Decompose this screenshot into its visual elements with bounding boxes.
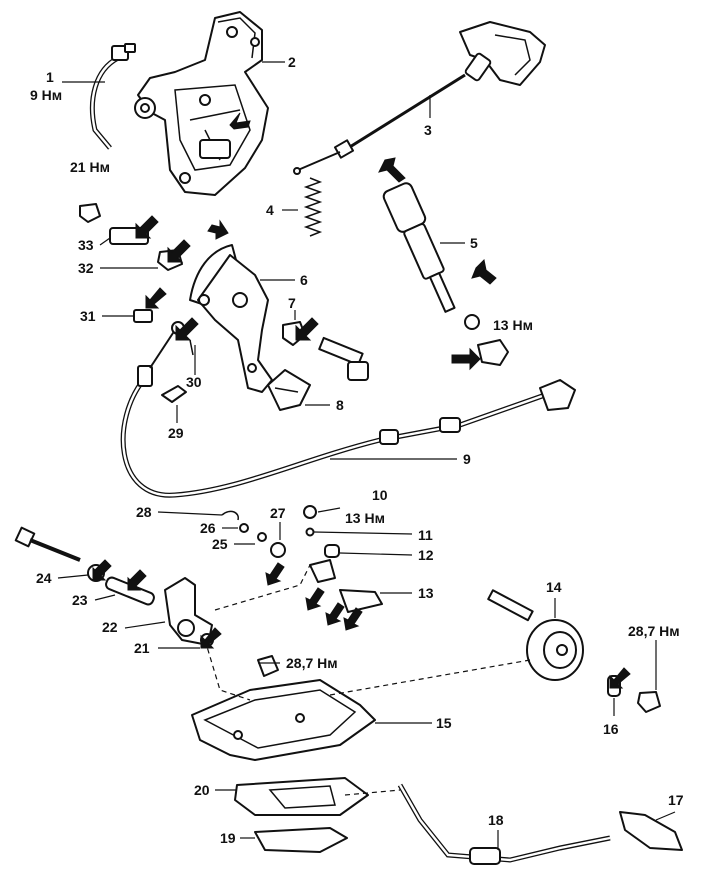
label-27: 27 bbox=[270, 505, 286, 521]
label-2: 2 bbox=[288, 54, 296, 70]
label-7: 7 bbox=[288, 295, 296, 311]
indicator-arrows bbox=[92, 112, 631, 689]
label-3: 3 bbox=[424, 122, 432, 138]
callout-labels: 1 9 Нм 2 3 4 5 6 7 8 9 10 13 Нм 11 12 13… bbox=[30, 54, 684, 846]
gasket-part-19 bbox=[254, 827, 348, 853]
label-23: 23 bbox=[72, 592, 88, 608]
label-30: 30 bbox=[186, 374, 202, 390]
label-1-torque: 9 Нм bbox=[30, 87, 62, 103]
label-19: 19 bbox=[220, 830, 236, 846]
label-28: 28 bbox=[136, 504, 152, 520]
pedal-bracket-part-2 bbox=[134, 11, 269, 196]
label-12: 12 bbox=[418, 547, 434, 563]
pulley-part-14 bbox=[257, 589, 661, 713]
small-parts-10-13-25-28 bbox=[221, 505, 383, 613]
base-frame-part-15 bbox=[191, 679, 376, 761]
label-9: 9 bbox=[463, 451, 471, 467]
label-15: 15 bbox=[436, 715, 452, 731]
label-21: 21 bbox=[134, 640, 150, 656]
label-25: 25 bbox=[212, 536, 228, 552]
label-26: 26 bbox=[200, 520, 216, 536]
label-28-7-nm-a: 28,7 Нм bbox=[286, 655, 338, 671]
assembly-lines bbox=[204, 564, 531, 796]
label-13: 13 bbox=[418, 585, 434, 601]
label-31: 31 bbox=[80, 308, 96, 324]
label-14: 14 bbox=[546, 579, 562, 595]
label-20: 20 bbox=[194, 782, 210, 798]
pedal-pad-part-8 bbox=[267, 369, 311, 411]
cable-part-9 bbox=[120, 321, 576, 498]
label-29: 29 bbox=[168, 425, 184, 441]
spring-part-4 bbox=[303, 177, 323, 237]
label-13-nm: 13 Нм bbox=[493, 317, 533, 333]
label-24: 24 bbox=[36, 570, 52, 586]
master-cylinder-part-3 bbox=[293, 21, 546, 175]
label-17: 17 bbox=[668, 792, 684, 808]
label-1: 1 bbox=[46, 69, 54, 85]
label-10-torque: 13 Нм bbox=[345, 510, 385, 526]
label-8: 8 bbox=[336, 397, 344, 413]
pedal-lever-part-6 bbox=[189, 244, 273, 393]
label-33: 33 bbox=[78, 237, 94, 253]
label-4: 4 bbox=[266, 202, 274, 218]
gas-strut-part-5 bbox=[382, 182, 509, 366]
lower-bolt-pin-bracket bbox=[14, 526, 214, 647]
label-22: 22 bbox=[102, 619, 118, 635]
label-11: 11 bbox=[418, 527, 433, 543]
label-18: 18 bbox=[488, 812, 504, 828]
cable-part-18 bbox=[397, 783, 683, 865]
label-16: 16 bbox=[603, 721, 619, 737]
label-10: 10 bbox=[372, 487, 388, 503]
leader-lines bbox=[57, 61, 676, 850]
label-6: 6 bbox=[300, 272, 308, 288]
label-5: 5 bbox=[470, 235, 478, 251]
label-28-7-nm-b: 28,7 Нм bbox=[628, 623, 680, 639]
cable-part-1 bbox=[89, 43, 136, 150]
plate-part-20 bbox=[234, 777, 369, 816]
label-21-nm: 21 Нм bbox=[70, 159, 110, 175]
label-32: 32 bbox=[78, 260, 94, 276]
